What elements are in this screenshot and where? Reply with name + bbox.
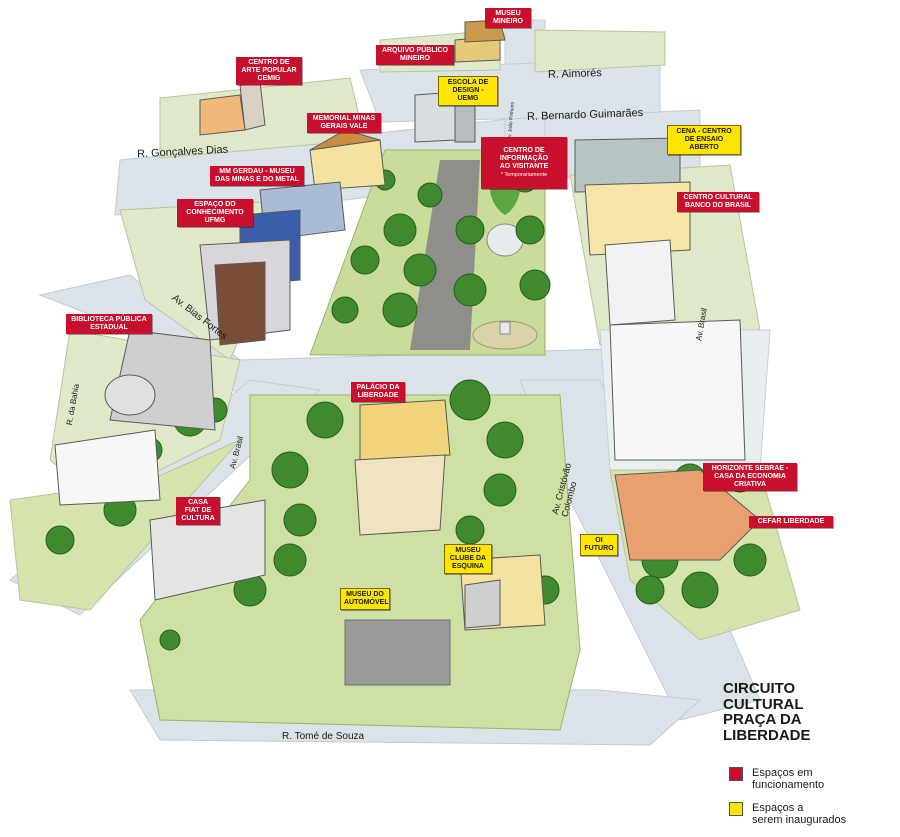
tag-centro-informacao[interactable]: CENTRO DE INFORMAÇÃO AO VISITANTE * Temp… [481, 137, 567, 189]
trees [45, 167, 767, 651]
legend-label-planned: Espaços a serem inaugurados [752, 802, 847, 826]
buildings [54, 19, 761, 631]
tag-horizonte-sebrae[interactable]: HORIZONTE SEBRAE - CASA DA ECONOMIA CRIA… [703, 463, 797, 491]
street-tome-de-souza: R. Tomé de Souza [282, 731, 365, 742]
legend-title: CIRCUITO CULTURAL PRAÇA DA LIBERDADE [723, 680, 811, 744]
tag-mm-gerdau[interactable]: MM GERDAU - MUSEU DAS MINAS E DO METAL [210, 166, 304, 186]
legend-swatch-planned [729, 802, 743, 816]
centro-informacao-note: * Temporariamente [500, 172, 548, 178]
street-aimores: R. Aimorés [547, 67, 602, 81]
tag-palacio-liberdade[interactable]: PALÁCIO DA LIBERDADE [351, 382, 405, 402]
legend-swatch-active [729, 767, 743, 781]
tag-escola-design[interactable]: ESCOLA DE DESIGN - UEMG [438, 76, 498, 106]
tag-museu-automovel[interactable]: MUSEU DO AUTOMÓVEL [340, 588, 390, 610]
tag-biblioteca-publica[interactable]: BIBLIOTECA PÚBLICA ESTADUAL [66, 314, 152, 334]
tag-museu-mineiro[interactable]: MUSEU MINEIRO [485, 8, 531, 28]
tag-centro-arte-popular[interactable]: CENTRO DE ARTE POPULAR CEMIG [236, 57, 302, 85]
legend-label-active: Espaços em funcionamento [752, 767, 825, 791]
tag-casa-fiat[interactable]: CASA FIAT DE CULTURA [176, 497, 220, 525]
tag-museu-clube-esquina[interactable]: MUSEU CLUBE DA ESQUINA [444, 544, 492, 574]
tag-memorial-minas-gerais[interactable]: MEMORIAL MINAS GERAIS VALE [307, 113, 381, 133]
tag-arquivo-publico-mineiro[interactable]: ARQUIVO PÚBLICO MINEIRO [376, 45, 454, 65]
centro-informacao-label: CENTRO DE INFORMAÇÃO AO VISITANTE [499, 147, 549, 170]
tag-espaco-conhecimento[interactable]: ESPAÇO DO CONHECIMENTO UFMG [177, 199, 253, 227]
tag-oi-futuro[interactable]: OI FUTURO [580, 534, 618, 556]
tag-cena[interactable]: CENA - CENTRO DE ENSAIO ABERTO [667, 125, 741, 155]
tag-ccbb[interactable]: CENTRO CULTURAL BANCO DO BRASIL [677, 192, 759, 212]
tag-cefar-liberdade[interactable]: CEFAR LIBERDADE [749, 516, 833, 528]
